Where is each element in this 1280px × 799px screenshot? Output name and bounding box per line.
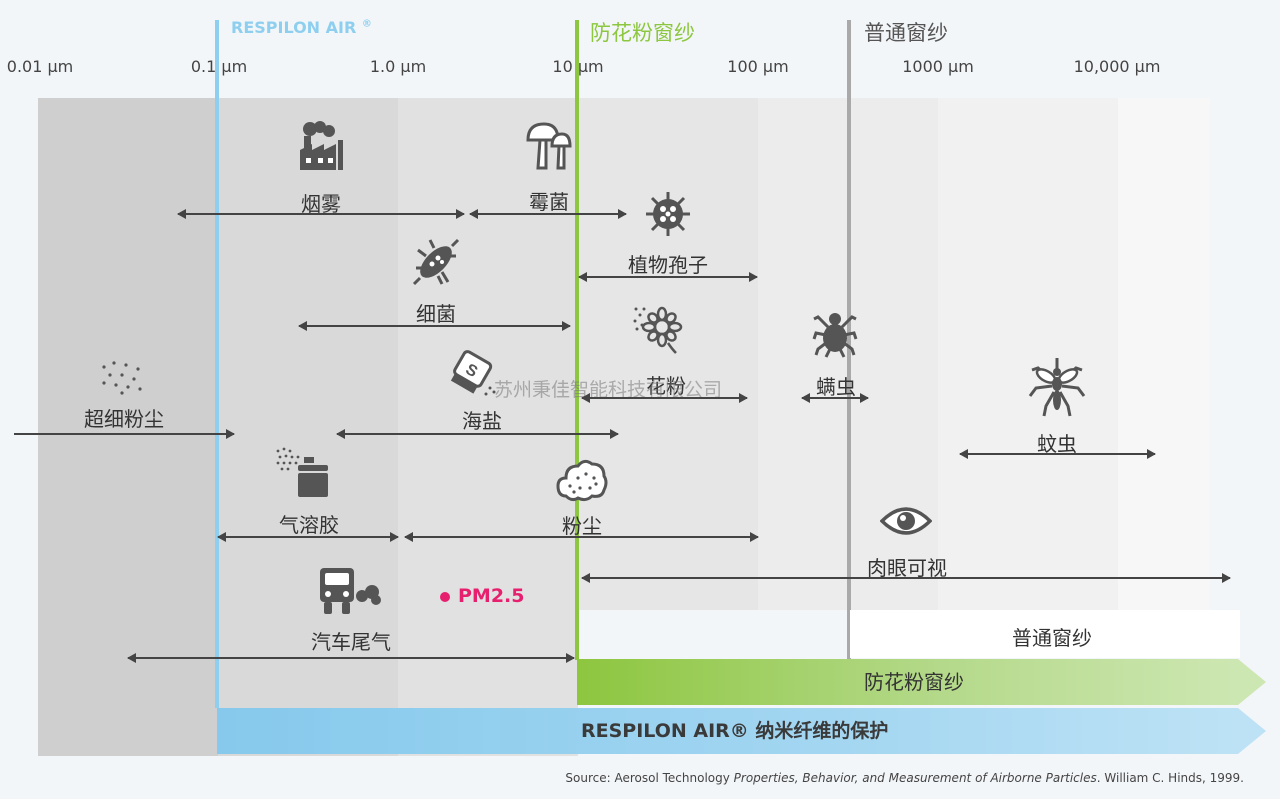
scale-tick-1000: 1000 µm [902,57,974,76]
range-smog [177,209,465,219]
respilon-header: RESPILON AIR ® [231,18,372,37]
range-exhaust [127,653,575,663]
range-mold [469,209,627,219]
pollen-screen-bar: 防花粉窗纱 [577,659,1266,705]
label-visible: 肉眼可视 [867,556,947,580]
mite-icon [812,313,858,358]
label-spores: 植物孢子 [628,253,708,277]
band-1000-10000 [938,98,1118,610]
label-bacteria: 细菌 [416,302,456,326]
band-10000-plus [1118,98,1210,610]
label-dust: 粉尘 [562,514,602,538]
band-0.1-1 [218,98,398,756]
pollen-screen-bar-label: 防花粉窗纱 [864,670,964,694]
range-ultrafine [14,429,235,439]
source-title: Properties, Behavior, and Measurement of… [733,771,1097,785]
label-ultrafine: 超细粉尘 [84,407,164,431]
range-mosquito [959,449,1156,459]
scale-tick-100: 100 µm [727,57,789,76]
label-mites: 螨虫 [816,375,856,399]
band-10-100 [578,98,758,610]
salt-shaker-icon: S [450,350,496,396]
truck-exhaust-icon [320,568,381,614]
source-suffix: . William C. Hinds, 1999. [1096,771,1244,785]
label-smog: 烟雾 [301,192,341,216]
range-pollen [581,393,748,403]
respilon-threshold-line [215,20,219,708]
respilon-bar-tip [1238,708,1266,754]
range-visible [581,573,1231,583]
mushroom-icon [526,122,572,170]
label-mosquito: 蚊虫 [1037,432,1077,456]
range-aerosol [217,532,399,542]
normal-screen-bar: 普通窗纱 [850,610,1240,658]
scale-tick-10000: 10,000 µm [1073,57,1161,76]
scale-tick-0.1: 0.1 µm [190,57,248,76]
spore-icon [646,192,690,236]
band-0.01-0.1 [38,98,218,756]
pm25-marker: PM2.5 [440,585,525,607]
label-mold: 霉菌 [529,190,569,214]
ultrafine-dust-icon [102,361,142,395]
respilon-header-text: RESPILON AIR [231,18,357,37]
label-seasalt: 海盐 [462,409,502,433]
label-pollen: 花粉 [646,374,686,398]
source-citation: Source: Aerosol Technology Properties, B… [565,771,1244,785]
label-aerosol: 气溶胶 [279,513,339,537]
pollen-screen-header: 防花粉窗纱 [590,21,695,45]
scale-tick-1: 1.0 µm [369,57,427,76]
normal-screen-header: 普通窗纱 [864,21,948,45]
pollen-threshold-line [575,20,579,660]
dust-cloud-icon [556,459,608,502]
pm25-label: PM2.5 [458,585,525,607]
normal-threshold-line [847,20,851,660]
mosquito-icon [1028,358,1086,417]
range-mites [801,393,869,403]
bacteria-icon [412,238,460,286]
scale-tick-0.01: 0.01 µm [6,57,74,76]
source-prefix: Source: Aerosol Technology [565,771,734,785]
range-seasalt [336,429,619,439]
normal-screen-bar-label: 普通窗纱 [1012,626,1092,650]
respilon-header-mark: ® [361,18,372,30]
pollen-screen-bar-tip [1238,659,1266,705]
label-exhaust: 汽车尾气 [311,630,391,654]
watermark: 苏州秉佳智能科技有限公司 [494,379,723,401]
range-bacteria [298,321,571,331]
factory-icon [300,121,343,170]
range-dust [404,532,759,542]
range-spores [578,272,758,282]
respilon-bar-label: RESPILON AIR® 纳米纤维的保护 [581,720,889,742]
respilon-bar: RESPILON AIR® 纳米纤维的保护 [217,708,1266,754]
pollen-flower-icon [633,306,683,354]
band-1-10 [398,98,578,756]
eye-icon [880,507,932,535]
spray-can-icon [276,447,328,497]
pm25-dot [440,591,450,602]
